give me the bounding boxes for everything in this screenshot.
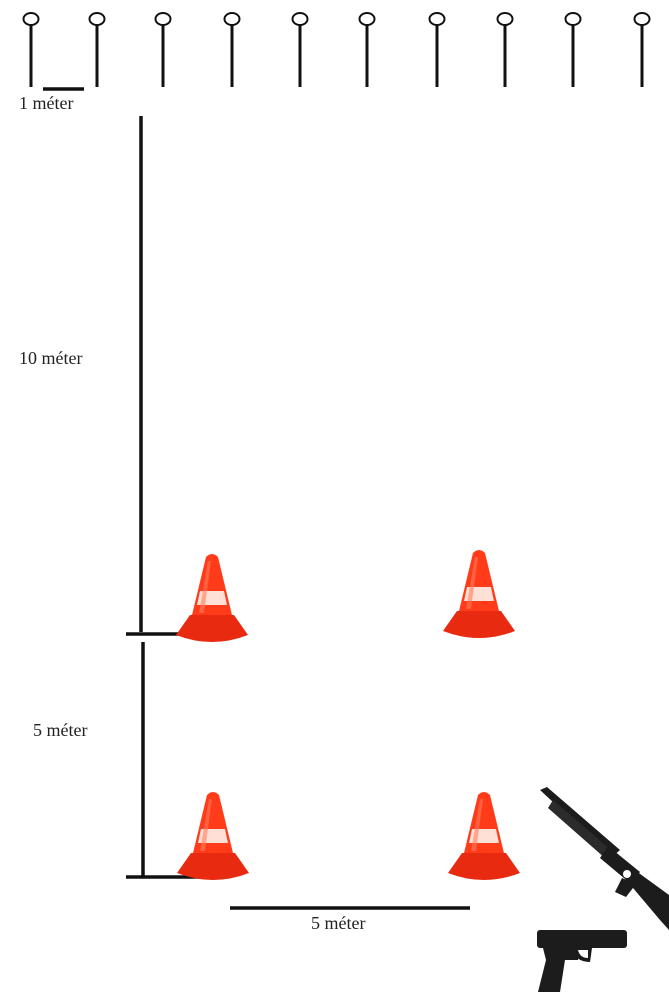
- target-stand-icon: [360, 13, 375, 87]
- target-stand-icon: [156, 13, 171, 87]
- one-meter-label: 1 méter: [19, 93, 73, 114]
- target-stand-icon: [225, 13, 240, 87]
- pistol-icon: [537, 930, 627, 992]
- traffic-cone-icon: [177, 792, 249, 880]
- target-stand-icon: [430, 13, 445, 87]
- target-row: [24, 13, 650, 87]
- target-stand-icon: [90, 13, 105, 87]
- target-stand-icon: [635, 13, 650, 87]
- five-meter-horizontal-label: 5 méter: [311, 913, 365, 934]
- traffic-cone-icon: [448, 792, 520, 880]
- target-stand-icon: [498, 13, 513, 87]
- target-stand-icon: [293, 13, 308, 87]
- five-meter-vertical-label: 5 méter: [33, 720, 87, 741]
- traffic-cone-icon: [443, 550, 515, 638]
- target-stand-icon: [566, 13, 581, 87]
- shotgun-icon: [540, 787, 669, 930]
- traffic-cone-icon: [176, 554, 248, 642]
- ten-meter-label: 10 méter: [19, 348, 82, 369]
- target-stand-icon: [24, 13, 39, 87]
